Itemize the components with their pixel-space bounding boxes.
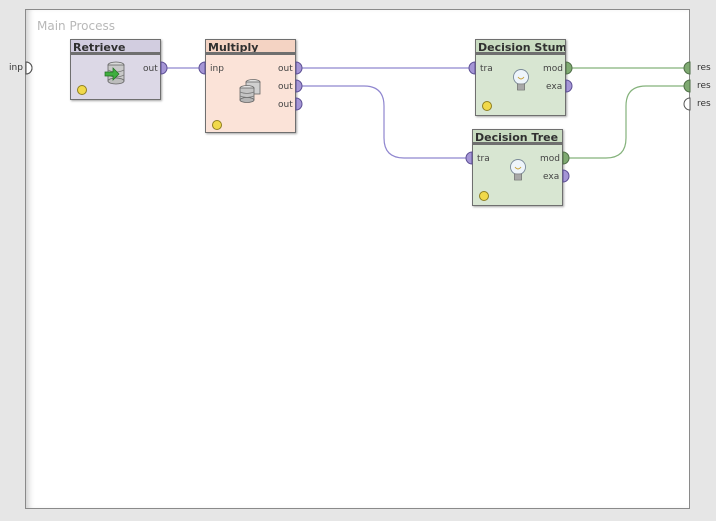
operator-title: Decision Tree — [473, 130, 562, 145]
result-label-3: res — [697, 99, 711, 109]
port-label-exa: exa — [546, 82, 563, 92]
process-input-label: inp — [9, 63, 23, 73]
operator-decision-stump[interactable]: Decision Stump tra mod exa — [475, 39, 566, 116]
port-label-out-2: out — [278, 82, 293, 92]
port-label-out: out — [143, 64, 158, 74]
status-indicator — [479, 191, 489, 201]
status-indicator — [482, 101, 492, 111]
result-port-3[interactable] — [683, 97, 691, 111]
result-label-2: res — [697, 81, 711, 91]
port-label-out-3: out — [278, 100, 293, 110]
status-indicator — [77, 85, 87, 95]
port-label-tra: tra — [477, 154, 490, 164]
operator-title: Decision Stump — [476, 40, 565, 55]
port-label-mod: mod — [543, 64, 563, 74]
wire-multiply-tree[interactable] — [298, 85, 468, 159]
port-label-inp: inp — [210, 64, 224, 74]
result-port-1[interactable] — [683, 61, 691, 75]
operator-title: Multiply — [206, 40, 295, 55]
wire-tree-result[interactable] — [568, 85, 686, 159]
lightbulb-icon — [510, 159, 526, 181]
database-retrieve-icon — [104, 61, 125, 85]
port-label-exa: exa — [543, 172, 560, 182]
result-port-2[interactable] — [683, 79, 691, 93]
operator-title: Retrieve — [71, 40, 160, 55]
process-input-port[interactable] — [25, 61, 33, 75]
status-indicator — [212, 120, 222, 130]
database-stack-icon — [239, 79, 261, 103]
result-label-1: res — [697, 63, 711, 73]
port-label-tra: tra — [480, 64, 493, 74]
port-label-mod: mod — [540, 154, 560, 164]
operator-decision-tree[interactable]: Decision Tree tra mod exa — [472, 129, 563, 206]
port-label-out-1: out — [278, 64, 293, 74]
operator-multiply[interactable]: Multiply inp out out out — [205, 39, 296, 133]
process-input-port-outline — [25, 61, 33, 75]
process-title: Main Process — [37, 19, 115, 33]
lightbulb-icon — [513, 69, 529, 91]
operator-retrieve[interactable]: Retrieve out — [70, 39, 161, 100]
